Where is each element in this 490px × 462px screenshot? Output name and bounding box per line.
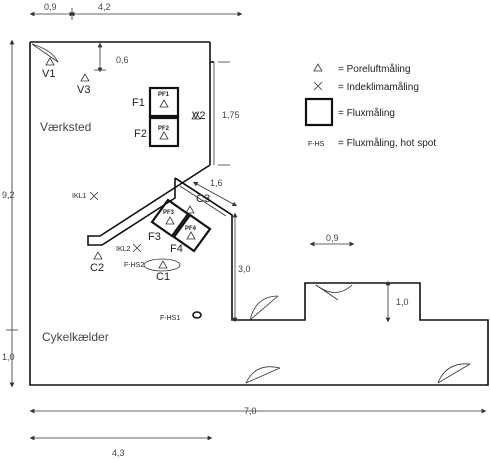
label-ikl2: IKL2 bbox=[116, 246, 131, 253]
cross-icon bbox=[89, 191, 99, 201]
triangle-icon bbox=[80, 73, 90, 82]
dim-diag: 1,6 bbox=[210, 178, 223, 188]
room-workshop: Værksted bbox=[40, 120, 91, 134]
triangle-icon bbox=[185, 205, 195, 214]
dimension-bottom: 7,0 4,3 bbox=[29, 406, 487, 458]
triangle-icon bbox=[93, 251, 103, 260]
point-ikl1: IKL1 bbox=[72, 191, 99, 201]
triangle-icon bbox=[159, 131, 169, 140]
label-pf2: PF2 bbox=[158, 126, 170, 132]
legend-hs-code: F-HS bbox=[308, 141, 325, 148]
cross-icon bbox=[132, 243, 142, 253]
point-v1: V1 bbox=[42, 57, 55, 80]
triangle-icon bbox=[186, 231, 196, 240]
label-fhs2: F-HS2 bbox=[124, 262, 144, 269]
legend-indoor: = Indeklimamåling bbox=[338, 81, 419, 93]
dim-v2: 1,75 bbox=[222, 110, 240, 120]
square-icon bbox=[148, 86, 180, 118]
point-fhs1: F-HS1 bbox=[160, 311, 202, 322]
label-c3: C3 bbox=[196, 193, 210, 205]
label-f3: F3 bbox=[148, 231, 161, 243]
square-icon bbox=[150, 198, 190, 238]
triangle-icon bbox=[313, 63, 323, 72]
hotspot-marker bbox=[192, 311, 202, 319]
triangle-icon bbox=[159, 99, 169, 108]
dim-top-left: 0,9 bbox=[44, 2, 57, 12]
label-pf1: PF1 bbox=[158, 92, 170, 98]
dim-lower-width: 4,3 bbox=[112, 448, 125, 458]
label-v2: V2 bbox=[192, 110, 205, 122]
hotspot-ellipse bbox=[143, 258, 181, 272]
label-f4: F4 bbox=[170, 243, 183, 255]
dim-step-height: 1,0 bbox=[396, 297, 409, 307]
triangle-icon bbox=[165, 216, 175, 225]
dim-step-width: 0,9 bbox=[326, 233, 339, 243]
dimension-top: 0,9 4,2 bbox=[29, 2, 243, 20]
legend-flux: = Fluxmåling bbox=[338, 107, 395, 119]
flux-f2: PF2 F2 bbox=[134, 116, 180, 148]
room-bike-cellar: Cykelkælder bbox=[42, 330, 109, 344]
label-pf3: PF3 bbox=[163, 210, 175, 216]
triangle-icon bbox=[191, 111, 201, 120]
point-ikl2: IKL2 bbox=[116, 243, 142, 253]
dimension-inner: 0,6 1,75 1,6 3,0 0,9 1,0 bbox=[94, 42, 409, 323]
legend-pore-air: = Poreluftmåling bbox=[338, 63, 411, 75]
label-c1: C1 bbox=[156, 271, 170, 283]
flux-f3: PF3 F3 bbox=[148, 198, 190, 243]
flux-f1: PF1 F1 bbox=[132, 86, 180, 118]
cross-icon bbox=[313, 81, 323, 91]
point-c1: F-HS2 C1 bbox=[124, 258, 181, 283]
label-v1: V1 bbox=[42, 68, 55, 80]
legend: = Poreluftmåling = Indeklimamåling = Flu… bbox=[304, 63, 436, 149]
label-fhs1: F-HS1 bbox=[160, 315, 180, 322]
flux-f4: PF4 F4 bbox=[170, 213, 212, 255]
dim-left-bottom: 1,0 bbox=[2, 352, 15, 362]
square-icon bbox=[304, 97, 334, 127]
point-v3: V3 bbox=[77, 73, 90, 96]
triangle-icon bbox=[45, 57, 55, 66]
dim-top-right: 4,2 bbox=[98, 2, 111, 12]
label-pf4: PF4 bbox=[185, 226, 197, 232]
label-f1: F1 bbox=[132, 97, 145, 109]
label-c2: C2 bbox=[90, 262, 104, 274]
label-f2: F2 bbox=[134, 128, 147, 140]
point-v2: V2 bbox=[191, 110, 205, 122]
label-v3: V3 bbox=[77, 84, 90, 96]
square-icon bbox=[172, 213, 212, 253]
dim-total-width: 7,0 bbox=[244, 406, 257, 416]
dim-left-total: 9,2 bbox=[2, 190, 15, 200]
legend-flux-hotspot: = Fluxmåling, hot spot bbox=[338, 137, 436, 149]
label-ikl1: IKL1 bbox=[72, 193, 87, 200]
dimension-left: 9,2 1,0 bbox=[2, 39, 18, 388]
square-icon bbox=[148, 116, 180, 148]
dim-inner-height: 3,0 bbox=[238, 264, 251, 274]
triangle-icon bbox=[158, 260, 168, 269]
point-c2: C2 bbox=[90, 251, 104, 274]
point-c3: C3 bbox=[185, 193, 210, 214]
dim-v3: 0,6 bbox=[116, 55, 129, 65]
